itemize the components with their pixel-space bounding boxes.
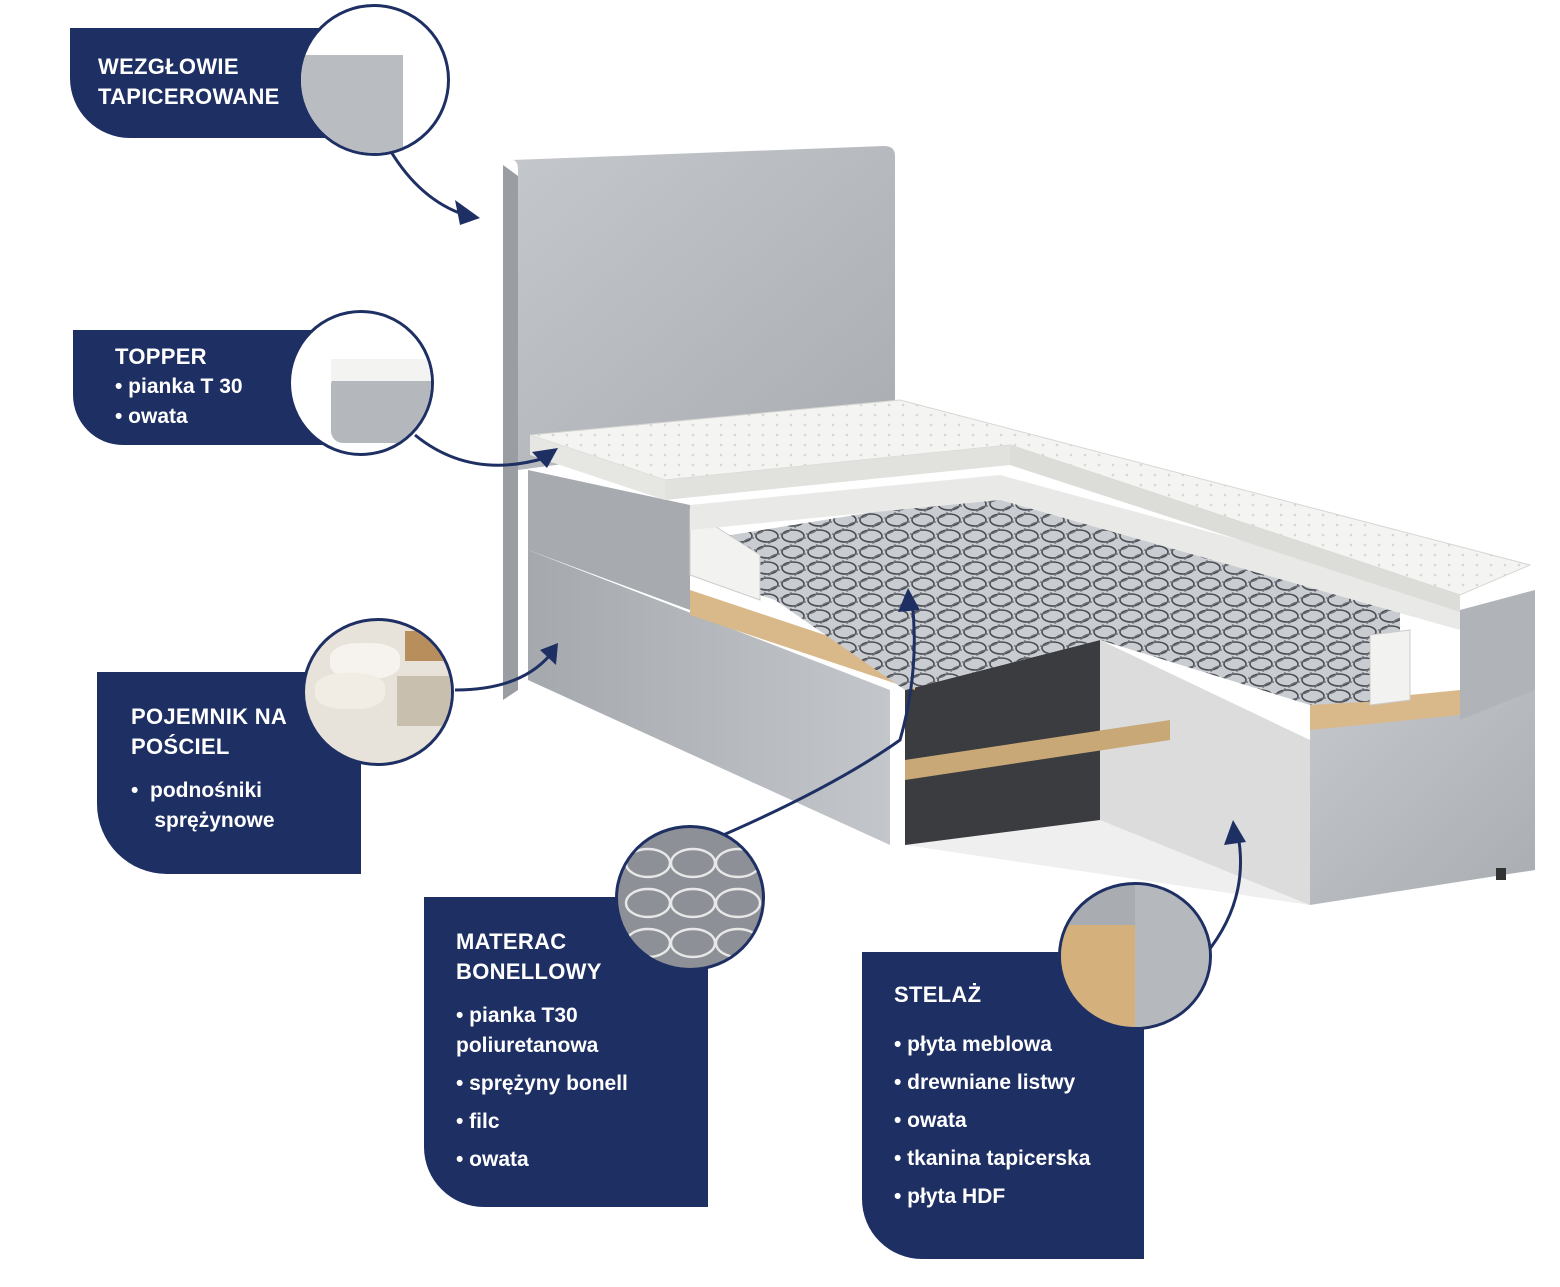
callout-title: POJEMNIK NA POŚCIEL bbox=[131, 704, 288, 759]
bedding-storage-icon bbox=[302, 618, 454, 766]
callout-list: • podnośniki sprężynowe bbox=[131, 776, 361, 836]
list-item: poliuretanowa bbox=[456, 1034, 599, 1057]
list-item: • sprężyny bonell bbox=[456, 1072, 628, 1095]
storage-base bbox=[528, 550, 1535, 905]
topper bbox=[529, 399, 1532, 612]
callout-topper: TOPPER • pianka T 30 • owata bbox=[73, 330, 328, 445]
frame-corner-icon bbox=[1058, 882, 1212, 1030]
callout-title: MATERAC BONELLOWY bbox=[456, 929, 602, 984]
list-item: • pianka T 30 bbox=[115, 375, 243, 398]
springs-pattern bbox=[624, 847, 762, 959]
list-item: sprężynowe bbox=[131, 809, 275, 832]
list-item: • podnośniki bbox=[131, 779, 263, 802]
callout-title: STELAŻ bbox=[894, 982, 982, 1007]
headboard bbox=[503, 146, 895, 700]
list-item: • tkanina tapicerska bbox=[894, 1147, 1091, 1170]
list-item: • filc bbox=[456, 1110, 500, 1133]
bonell-mattress bbox=[689, 475, 1460, 706]
connector-lines bbox=[388, 149, 1242, 956]
callout-list: • pianka T 30 • owata bbox=[115, 372, 328, 432]
box-spring bbox=[528, 470, 1535, 730]
list-item: • płyta meblowa bbox=[894, 1033, 1052, 1056]
topper-swatch-icon bbox=[288, 310, 434, 456]
callout-list: • pianka T30 poliuretanowa • sprężyny bo… bbox=[456, 1001, 708, 1175]
list-item: • drewniane listwy bbox=[894, 1071, 1076, 1094]
fabric-swatch-icon bbox=[298, 4, 450, 156]
callout-list: • płyta meblowa • drewniane listwy • owa… bbox=[894, 1030, 1144, 1212]
list-item: • pianka T30 bbox=[456, 1004, 578, 1027]
list-item: • owata bbox=[115, 405, 188, 428]
list-item: • owata bbox=[894, 1109, 967, 1132]
list-item: • płyta HDF bbox=[894, 1185, 1006, 1208]
callout-title: TOPPER bbox=[115, 344, 207, 369]
springs-closeup-icon bbox=[615, 825, 765, 971]
callout-title: WEZGŁOWIE TAPICEROWANE bbox=[98, 54, 280, 109]
list-item: • owata bbox=[456, 1148, 529, 1171]
arrowheads bbox=[455, 200, 1246, 845]
